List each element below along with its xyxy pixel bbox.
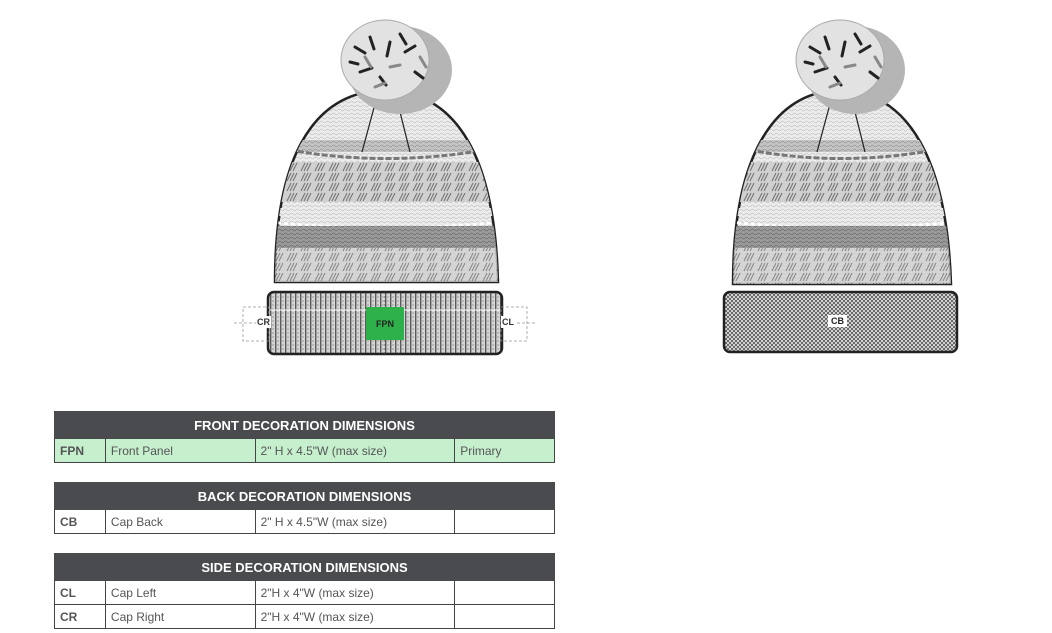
cap-back-label: CB [828,315,847,327]
max-size: 2" H x 4.5"W (max size) [254,438,456,463]
location-note [454,604,555,629]
location-code: CR [54,604,106,629]
location-name: Cap Back [104,509,256,534]
location-name: Cap Right [104,604,256,629]
max-size: 2" H x 4.5"W (max size) [254,509,456,534]
beanie-front-view: CR FPN CL [230,12,540,362]
location-name: Cap Left [104,580,256,605]
table-row: CR Cap Right 2"H x 4"W (max size) [54,604,555,629]
table-row: CL Cap Left 2"H x 4"W (max size) [54,580,555,605]
max-size: 2"H x 4"W (max size) [254,604,456,629]
max-size: 2"H x 4"W (max size) [254,580,456,605]
location-code: FPN [54,438,106,463]
table-row: CB Cap Back 2" H x 4.5"W (max size) [54,509,555,534]
location-code: CL [54,580,106,605]
location-note [454,580,555,605]
table-row: FPN Front Panel 2" H x 4.5"W (max size) … [54,438,555,463]
location-note: Primary [454,438,555,463]
cap-right-label: CR [256,316,271,328]
back-decoration-table: BACK DECORATION DIMENSIONS CB Cap Back 2… [54,482,555,534]
location-note [454,509,555,534]
location-name: Front Panel [104,438,256,463]
front-panel-label: FPN [376,318,394,329]
location-code: CB [54,509,106,534]
front-table-title: FRONT DECORATION DIMENSIONS [54,411,555,439]
beanie-back-view: CB [715,12,965,362]
pom-pom [340,19,452,114]
side-decoration-table: SIDE DECORATION DIMENSIONS CL Cap Left 2… [54,553,555,629]
front-decoration-table: FRONT DECORATION DIMENSIONS FPN Front Pa… [54,411,555,463]
cap-left-label: CL [501,316,515,328]
back-table-title: BACK DECORATION DIMENSIONS [54,482,555,510]
side-table-title: SIDE DECORATION DIMENSIONS [54,553,555,581]
pom-pom [795,19,905,114]
front-panel-area: FPN [366,307,404,340]
